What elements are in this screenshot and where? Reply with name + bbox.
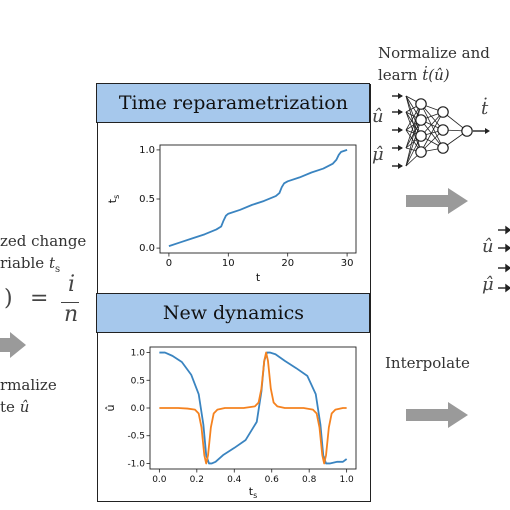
equation-denominator: n: [64, 302, 79, 327]
panel-header-new-dynamics: New dynamics: [96, 293, 371, 333]
x-tick-label: 30: [341, 258, 354, 269]
mid-right-u-label: û: [482, 236, 494, 257]
y-tick-label: 1.0: [131, 349, 146, 359]
panel-header-time-reparametrization: Time reparametrization: [96, 83, 371, 124]
left-text-line3: rmalize: [0, 376, 57, 394]
nn-edge: [405, 103, 422, 149]
y-tick-label: -0.5: [127, 432, 145, 442]
nn-neuron: [415, 98, 427, 110]
nn-input-arrowhead: [398, 109, 403, 115]
x-axis-label: t: [256, 271, 261, 284]
y-axis-label: û: [104, 405, 117, 412]
x-tick-label: 1.0: [339, 475, 354, 485]
equation-equals: =: [30, 286, 49, 311]
left-text-line2: riable ts: [0, 254, 60, 279]
top-right-line2-var: ṫ(û): [422, 66, 450, 84]
left-text-line4: te û: [0, 398, 29, 416]
left-text-line1: zed change: [0, 232, 87, 250]
x-tick-label: 0.0: [152, 475, 167, 485]
nn-edge: [420, 103, 444, 149]
x-tick-label: 10: [222, 258, 235, 269]
nn-output-arrowhead: [485, 128, 490, 134]
x-tick-label: 0.6: [265, 475, 280, 485]
nn-edge: [420, 119, 444, 149]
x-tick-label: 0: [166, 258, 172, 269]
panel-title-time-reparametrization: Time reparametrization: [118, 92, 348, 115]
y-tick-label: 0.0: [131, 404, 146, 414]
x-tick-label: 0.8: [302, 475, 317, 485]
interpolate-label: Interpolate: [385, 354, 470, 372]
right-arrow-top-icon: [406, 188, 468, 214]
nn-neuron: [437, 106, 449, 118]
panel-title-new-dynamics: New dynamics: [162, 302, 304, 324]
nn-neuron: [461, 125, 473, 137]
left-arrow-icon: [0, 332, 26, 358]
nn-neuron: [415, 130, 427, 142]
nn-input-arrowhead: [398, 145, 403, 151]
y-tick-label: 0.0: [139, 243, 155, 254]
nn-neuron: [415, 114, 427, 126]
nn-edge: [405, 103, 422, 167]
top-right-line1: Normalize and: [378, 44, 490, 62]
nn-edge: [405, 119, 422, 167]
top-right-line2-prefix: learn: [378, 66, 418, 84]
nn-input-mu-label: μ̂: [372, 144, 384, 165]
nn-neuron: [437, 124, 449, 136]
equation-paren: ): [4, 286, 13, 311]
chart-new-dynamics: 0.0 0.2 0.4 0.6 0.8 1.0 -1.0 -0.5 0.0 0.5 1.0 ts û: [104, 346, 357, 499]
left-equation: ) = i n: [4, 272, 99, 338]
nn-output-label: ṫ: [481, 98, 489, 119]
nn-edge: [405, 111, 422, 153]
y-axis-label: ts: [106, 195, 121, 204]
nn-input-arrowhead: [398, 163, 403, 169]
left-text-line2-sub: s: [55, 264, 61, 275]
nn-input-arrowhead: [398, 127, 403, 133]
nn-neuron: [437, 142, 449, 154]
top-right-line2: learn ṫ(û): [378, 66, 450, 84]
partial-network-inputs-icon: [498, 225, 510, 293]
y-tick-label: 0.5: [139, 194, 155, 205]
left-text-line4-prefix: te: [0, 398, 15, 416]
x-tick-label: 0.2: [190, 475, 204, 485]
series-line-0: [168, 149, 348, 247]
x-axis-label: ts: [249, 485, 258, 499]
nn-input-arrowhead: [398, 93, 403, 99]
left-text-line4-var: û: [19, 398, 30, 416]
equation-numerator: i: [68, 272, 76, 297]
y-tick-label: 1.0: [139, 145, 155, 156]
equation-fraction-bar: [61, 302, 79, 304]
right-arrow-bottom-icon: [406, 402, 468, 428]
left-text-line2-var: t: [48, 254, 55, 272]
y-tick-label: -1.0: [127, 459, 145, 469]
chart-time-reparametrization: 0 10 20 30 0.0 0.5 1.0 t ts: [106, 144, 357, 284]
x-tick-label: 20: [281, 258, 294, 269]
nn-input-u-label: û: [372, 106, 384, 127]
nn-edge: [420, 111, 444, 153]
x-tick-label: 0.4: [227, 475, 242, 485]
nn-neuron: [415, 146, 427, 158]
mid-right-mu-label: μ̂: [482, 274, 494, 295]
left-text-line2-prefix: riable: [0, 254, 45, 272]
diagram-panel: Time reparametrization 0 10 20 30 0.0 0.5 1.0 t…: [96, 83, 371, 502]
plot-area: [159, 144, 357, 254]
y-tick-label: 0.5: [131, 376, 145, 386]
series-line-1: [159, 351, 347, 465]
neural-network-icon: [392, 93, 490, 169]
